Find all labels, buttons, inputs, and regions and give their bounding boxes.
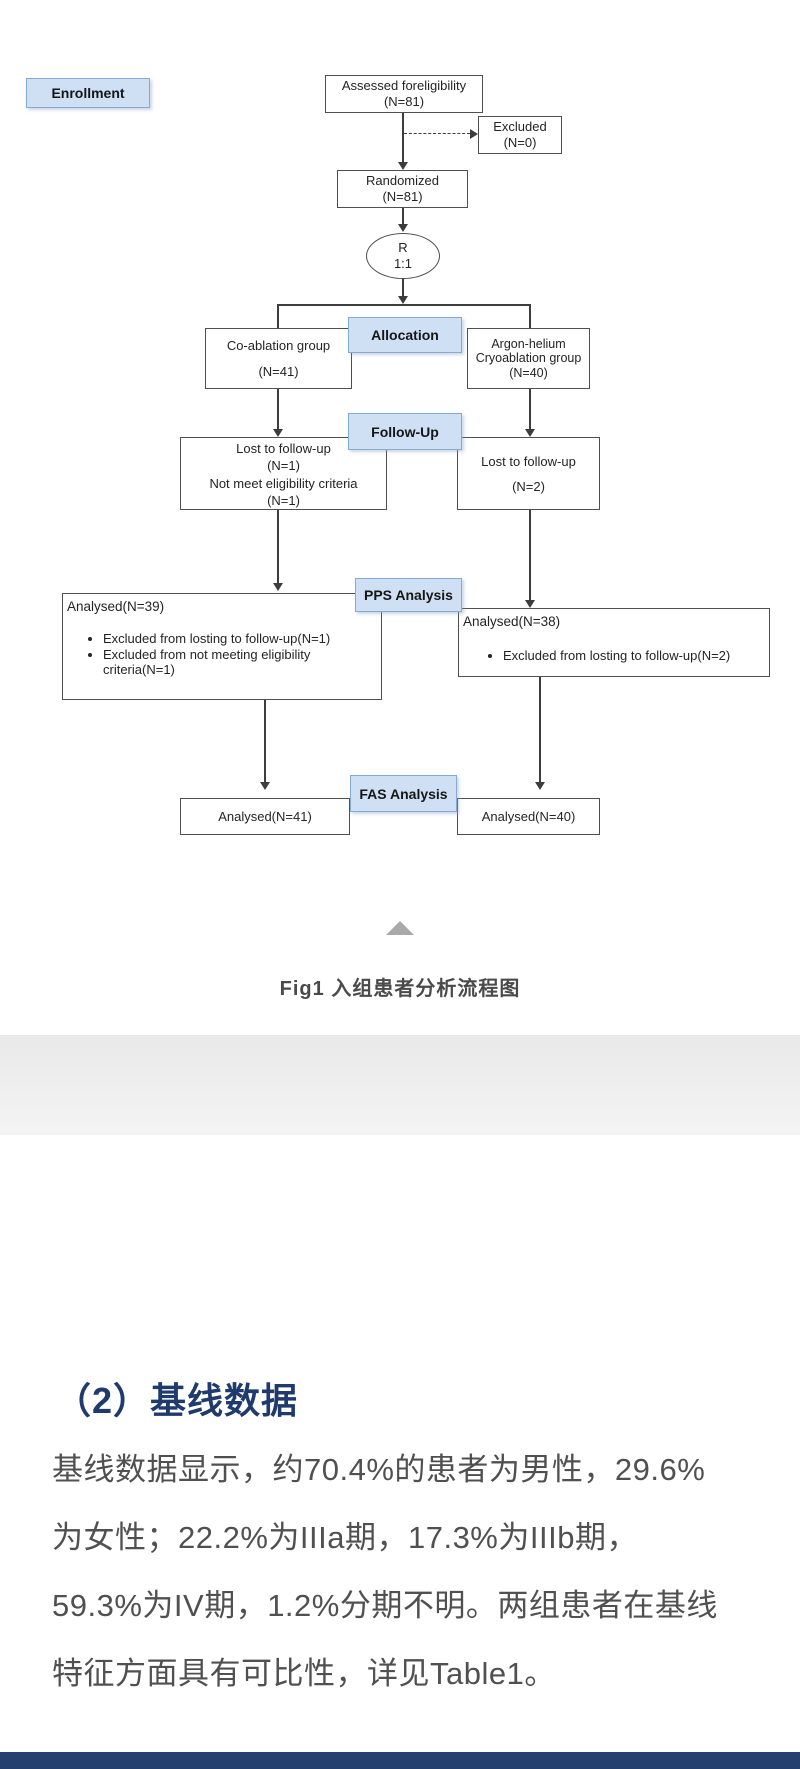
lost-left-line4: (N=1) bbox=[267, 493, 300, 508]
connector-line bbox=[529, 304, 531, 328]
connector-dashed-line bbox=[404, 133, 470, 134]
randomized-line1: Randomized bbox=[366, 173, 439, 188]
connector-line bbox=[529, 510, 531, 600]
assessed-line2: (N=81) bbox=[383, 94, 425, 109]
connector-line bbox=[264, 700, 266, 782]
arrow-down-icon bbox=[273, 429, 283, 437]
arrow-down-icon bbox=[525, 429, 535, 437]
pps-right-bullet: Excluded from losting to follow-up(N=2) bbox=[503, 648, 730, 664]
pps-analysis-label: PPS Analysis bbox=[355, 578, 462, 612]
lost-right-line1: Lost to follow-up bbox=[481, 453, 576, 469]
group-right-line2: Cryoablation group bbox=[475, 351, 582, 366]
collapse-arrow-icon[interactable] bbox=[386, 921, 414, 935]
co-ablation-group-box: Co-ablation group (N=41) bbox=[205, 328, 352, 389]
paragraph-line: 基线数据显示，约70.4%的患者为男性，29.6% bbox=[52, 1451, 706, 1487]
connector-line bbox=[277, 510, 279, 583]
arrow-down-icon bbox=[398, 296, 408, 304]
arrow-down-icon bbox=[535, 782, 545, 790]
excluded-box: Excluded (N=0) bbox=[478, 116, 562, 154]
arrow-down-icon bbox=[398, 224, 408, 232]
lost-left-line3: Not meet eligibility criteria bbox=[209, 475, 358, 491]
group-right-line1: Argon-helium bbox=[491, 336, 566, 351]
argon-helium-group-box: Argon-helium Cryoablation group (N=40) bbox=[467, 328, 590, 389]
assessed-box: Assessed foreligibility (N=81) bbox=[325, 75, 483, 113]
enrollment-label: Enrollment bbox=[26, 78, 150, 108]
randomization-line1: R bbox=[398, 240, 408, 255]
connector-line bbox=[277, 389, 279, 429]
allocation-label: Allocation bbox=[348, 317, 462, 353]
randomization-line2: 1:1 bbox=[393, 256, 413, 271]
arrow-down-icon bbox=[525, 600, 535, 608]
paragraph-line: 为女性；22.2%为IIIa期，17.3%为IIIb期， bbox=[52, 1519, 638, 1555]
connector-line bbox=[529, 389, 531, 429]
lost-left-line1: Lost to follow-up bbox=[236, 440, 331, 456]
group-right-line3: (N=40) bbox=[509, 365, 548, 380]
pps-left-bullet-list: Excluded from losting to follow-up(N=1) … bbox=[89, 631, 361, 678]
randomized-line2: (N=81) bbox=[382, 189, 423, 204]
assessed-line1: Assessed foreligibility bbox=[341, 78, 467, 93]
paragraph-line: 59.3%为IV期，1.2%分期不明。两组患者在基线 bbox=[52, 1587, 718, 1623]
lost-right-line2: (N=2) bbox=[512, 478, 545, 494]
followup-label: Follow-Up bbox=[348, 413, 462, 450]
arrow-down-icon bbox=[273, 583, 283, 591]
excluded-line2: (N=0) bbox=[503, 135, 537, 150]
arrow-down-icon bbox=[398, 162, 408, 170]
lost-right-box: Lost to follow-up (N=2) bbox=[457, 437, 600, 510]
bottom-section-bar bbox=[0, 1752, 800, 1769]
arrow-right-icon bbox=[470, 129, 478, 139]
connector-line bbox=[402, 279, 404, 296]
pps-analysed-right-box: Analysed(N=38) Excluded from losting to … bbox=[458, 608, 770, 677]
pps-left-bullet: Excluded from losting to follow-up(N=1) bbox=[103, 631, 361, 647]
pps-right-bullet-list: Excluded from losting to follow-up(N=2) bbox=[489, 648, 730, 664]
randomized-box: Randomized (N=81) bbox=[337, 170, 468, 208]
figure-caption: Fig1 入组患者分析流程图 bbox=[279, 978, 521, 1000]
gray-divider-band bbox=[0, 1035, 800, 1135]
lost-left-line2: (N=1) bbox=[267, 458, 300, 473]
pps-analysed-left-box: Analysed(N=39) Excluded from losting to … bbox=[62, 593, 382, 700]
pps-right-title: Analysed(N=38) bbox=[463, 614, 561, 629]
group-left-line1: Co-ablation group bbox=[226, 337, 331, 353]
body-paragraph: 基线数据显示，约70.4%的患者为男性，29.6% 为女性；22.2%为IIIa… bbox=[52, 1432, 792, 1704]
connector-line bbox=[539, 677, 541, 782]
fas-analysed-left-box: Analysed(N=41) bbox=[180, 798, 350, 835]
randomization-ellipse: R 1:1 bbox=[366, 233, 440, 279]
pps-left-bullet: Excluded from not meeting eligibility cr… bbox=[103, 647, 361, 678]
section-heading: （2）基线数据 bbox=[55, 1380, 299, 1421]
connector-line bbox=[402, 113, 404, 162]
arrow-down-icon bbox=[260, 782, 270, 790]
split-connector-line bbox=[277, 304, 531, 306]
excluded-line1: Excluded bbox=[493, 119, 547, 134]
group-left-line2: (N=41) bbox=[258, 363, 299, 379]
connector-line bbox=[277, 304, 279, 328]
fas-analysis-label: FAS Analysis bbox=[350, 775, 457, 812]
connector-line bbox=[402, 208, 404, 224]
fas-analysed-right-box: Analysed(N=40) bbox=[457, 798, 600, 835]
pps-left-title: Analysed(N=39) bbox=[67, 599, 165, 614]
paragraph-line: 特征方面具有可比性，详见Table1。 bbox=[52, 1655, 556, 1691]
